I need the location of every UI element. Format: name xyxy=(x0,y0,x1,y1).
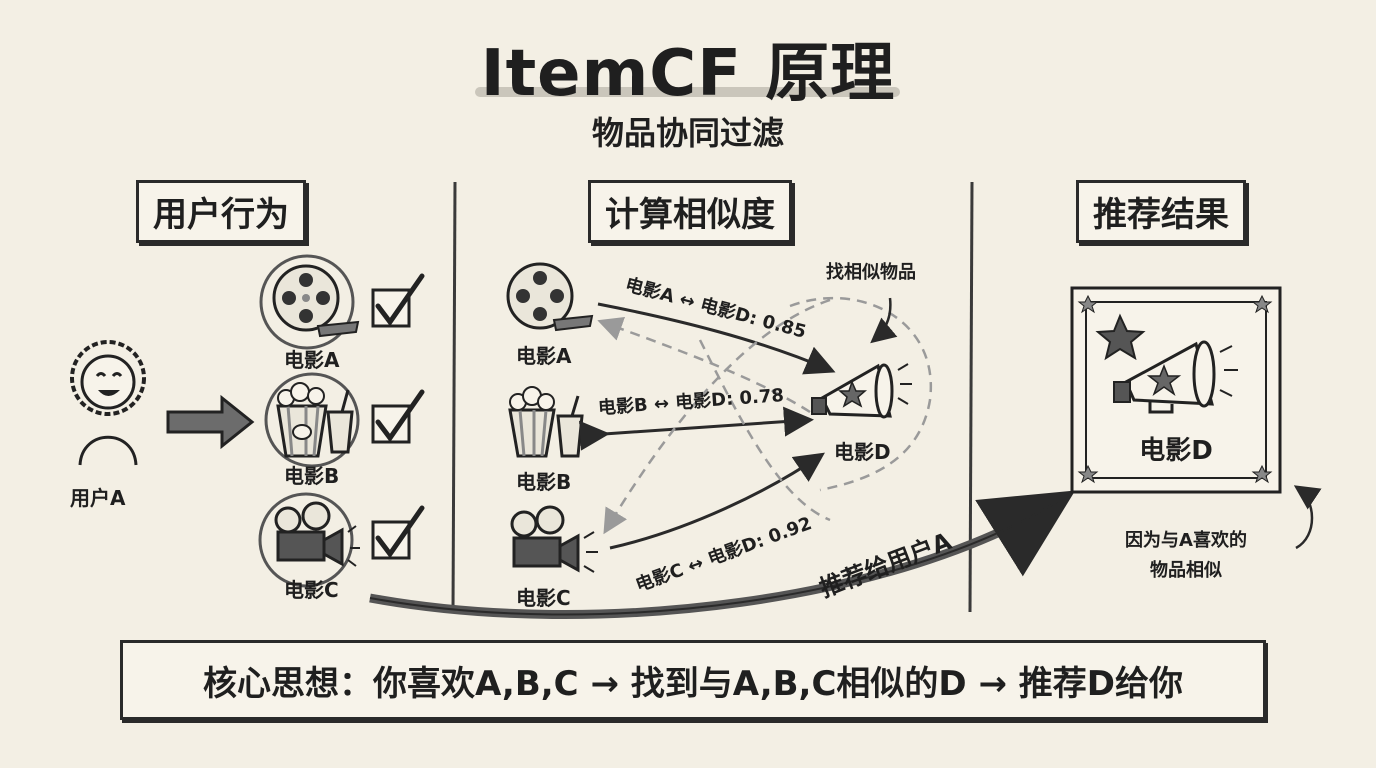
movie-b-label: 电影B xyxy=(284,464,340,488)
section-title-similarity: 计算相似度 xyxy=(588,180,792,243)
dashed-arrow-to-c xyxy=(603,298,831,535)
middle-movie-a-reel-icon xyxy=(506,262,594,332)
because-arrow xyxy=(1293,485,1322,550)
user-icon xyxy=(70,340,146,466)
dashed-loop-d xyxy=(789,296,933,492)
middle-movie-a-label: 电影A xyxy=(516,344,572,368)
movie-d-label: 电影D xyxy=(834,440,891,464)
middle-movie-b-label: 电影B xyxy=(516,470,572,494)
dashed-arrow-to-a xyxy=(597,316,811,414)
result-movie-label: 电影D xyxy=(1139,436,1213,466)
section-title-behavior: 用户行为 xyxy=(136,180,306,243)
movie-d-megaphone-icon xyxy=(811,363,912,419)
checkbox-a-icon xyxy=(371,273,425,328)
checkbox-b-icon xyxy=(371,389,425,444)
movie-b-popcorn-icon xyxy=(264,372,360,468)
result-megaphone-icon xyxy=(1113,340,1238,414)
checkbox-c-icon xyxy=(371,505,425,560)
divider-left xyxy=(451,181,457,613)
user-label: 用户A xyxy=(70,486,126,510)
middle-movie-c-label: 电影C xyxy=(516,586,571,610)
arrow-b-d-double xyxy=(579,406,814,451)
middle-movie-b-popcorn-icon xyxy=(508,386,584,458)
movie-a-label: 电影A xyxy=(284,348,340,372)
because-note-line1: 因为与A喜欢的 xyxy=(1125,530,1247,551)
result-star-icon xyxy=(1095,313,1146,361)
core-idea-text: 核心思想：你喜欢A,B,C → 找到与A,B,C相似的D → 推荐D给你 xyxy=(202,663,1184,704)
find-similar-pointer xyxy=(870,297,898,344)
arrow-c-to-d xyxy=(609,452,825,550)
movie-c-camera-icon xyxy=(258,492,360,588)
core-idea-box: 核心思想：你喜欢A,B,C → 找到与A,B,C相似的D → 推荐D给你 xyxy=(120,640,1266,720)
find-similar-note: 找相似物品 xyxy=(826,262,916,283)
arrow-a-to-d xyxy=(597,302,836,375)
page-subtitle: 物品协同过滤 xyxy=(591,114,784,152)
dashed-arc-a-c xyxy=(698,339,831,522)
movie-a-reel-icon xyxy=(259,254,360,350)
movie-c-label: 电影C xyxy=(284,578,339,602)
section-title-result: 推荐结果 xyxy=(1076,180,1246,243)
user-to-movies-arrow xyxy=(166,394,255,450)
because-note-line2: 物品相似 xyxy=(1150,560,1222,581)
middle-movie-c-camera-icon xyxy=(510,505,598,573)
page-title: ItemCF 原理 xyxy=(480,37,896,111)
